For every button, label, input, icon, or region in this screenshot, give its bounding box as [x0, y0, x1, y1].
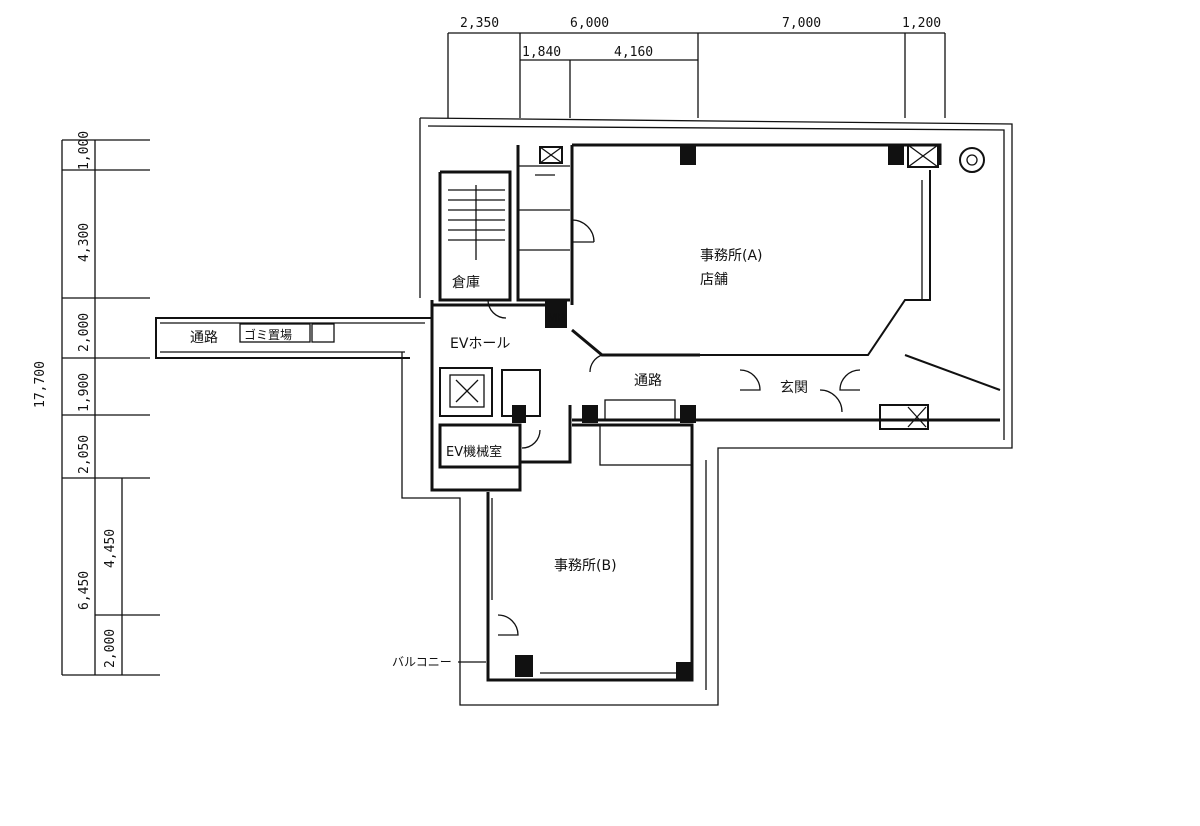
- balcony-label: バルコニー: [392, 655, 452, 669]
- dim-left-17700: 17,700: [33, 361, 48, 408]
- dim-top-6000: 6,000: [570, 16, 609, 31]
- mb-label: MB: [547, 311, 566, 325]
- dim-left-6450: 6,450: [77, 571, 92, 610]
- ev-hall-label: EVホール: [450, 336, 510, 352]
- stair-treads: [448, 185, 505, 260]
- west-corridor-label: 通路: [190, 330, 218, 346]
- dim-top-4160: 4,160: [614, 45, 653, 60]
- top-dimension-lines: [447, 32, 946, 118]
- entrance-label: 玄関: [780, 379, 808, 396]
- dim-left-2000: 2,000: [77, 313, 92, 352]
- outer-outline: [401, 117, 1013, 706]
- dim-left-1000: 1,000: [77, 131, 92, 170]
- office-a-label: 事務所(A): [700, 248, 763, 264]
- dim-left-2000b: 2,000: [103, 629, 118, 668]
- west-corridor: [155, 317, 432, 359]
- dim-left-4450: 4,450: [103, 529, 118, 568]
- window-marks: [491, 180, 923, 690]
- dim-top-2350: 2,350: [460, 16, 499, 31]
- dim-top-1840: 1,840: [522, 45, 561, 60]
- dim-top-1200: 1,200: [902, 16, 941, 31]
- main-corridor-label: 通路: [634, 373, 662, 389]
- dim-left-1900: 1,900: [77, 373, 92, 412]
- dim-left-4300: 4,300: [77, 223, 92, 262]
- office-b-label: 事務所(B): [554, 558, 617, 574]
- structural-columns: [512, 145, 904, 680]
- door-swings: [487, 219, 861, 636]
- round-fixture: [959, 147, 985, 173]
- ev-machine-room-label: EV機械室: [446, 444, 502, 460]
- left-dimension-lines: [61, 139, 160, 676]
- duct-shafts: [449, 144, 939, 430]
- garbage-area-label: ゴミ置場: [244, 327, 292, 342]
- dim-left-2050: 2,050: [77, 435, 92, 474]
- storage-label: 倉庫: [452, 274, 480, 291]
- office-a-sub-label: 店舗: [700, 272, 728, 288]
- dim-top-7000: 7,000: [782, 16, 821, 31]
